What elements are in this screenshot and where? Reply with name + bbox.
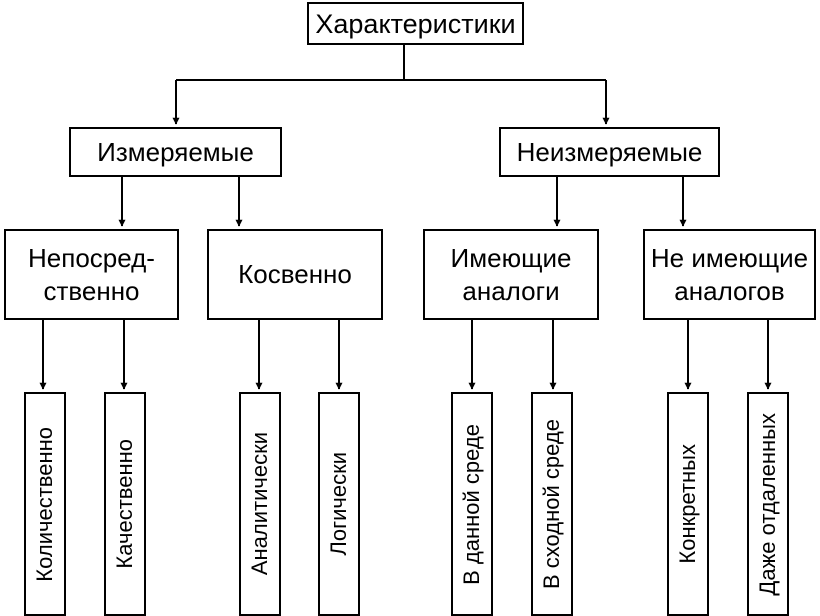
node-with-analogs-line1: Имеющие — [450, 242, 572, 273]
node-direct-line1: Непосред- — [28, 242, 155, 273]
root-label: Характеристики — [315, 8, 516, 39]
node-with-analogs: Имеющие аналоги — [423, 229, 599, 320]
leaf-qualitative-label: Качественно — [112, 439, 137, 569]
leaf-concrete: Конкретных — [667, 392, 709, 616]
node-indirect-label: Косвенно — [238, 259, 352, 289]
node-without-analogs: Не имеющие аналогов — [643, 229, 816, 320]
leaf-given-environment: В данной среде — [451, 392, 493, 616]
leaf-analytical-label: Аналитически — [247, 432, 272, 576]
node-without-analogs-line1: Не имеющие — [650, 242, 809, 273]
node-direct-line2: ственно — [43, 275, 140, 306]
leaf-similar-environment-label: В сходной среде — [539, 419, 564, 589]
leaf-distant: Даже отдаленных — [747, 392, 789, 616]
leaf-similar-environment: В сходной среде — [531, 392, 573, 616]
node-measurable-label: Измеряемые — [97, 136, 254, 167]
leaf-quantitative: Количественно — [24, 392, 66, 616]
leaf-qualitative: Качественно — [104, 392, 146, 616]
node-unmeasurable-label: Неизмеряемые — [516, 136, 703, 167]
leaf-concrete-label: Конкретных — [675, 444, 700, 564]
node-unmeasurable: Неизмеряемые — [499, 127, 720, 177]
leaf-logical: Логически — [318, 392, 360, 616]
connector-root — [176, 44, 606, 81]
node-indirect: Косвенно — [207, 229, 383, 320]
node-measurable: Измеряемые — [69, 127, 282, 177]
leaf-analytical: Аналитически — [239, 392, 281, 616]
node-without-analogs-line2: аналогов — [674, 275, 785, 306]
leaf-logical-label: Логически — [326, 452, 351, 556]
node-direct: Непосред- ственно — [4, 229, 179, 320]
root-node: Характеристики — [307, 2, 524, 45]
leaf-distant-label: Даже отдаленных — [755, 412, 780, 596]
leaf-given-environment-label: В данной среде — [459, 423, 484, 585]
node-with-analogs-line2: аналоги — [462, 275, 560, 306]
leaf-quantitative-label: Количественно — [32, 426, 57, 582]
